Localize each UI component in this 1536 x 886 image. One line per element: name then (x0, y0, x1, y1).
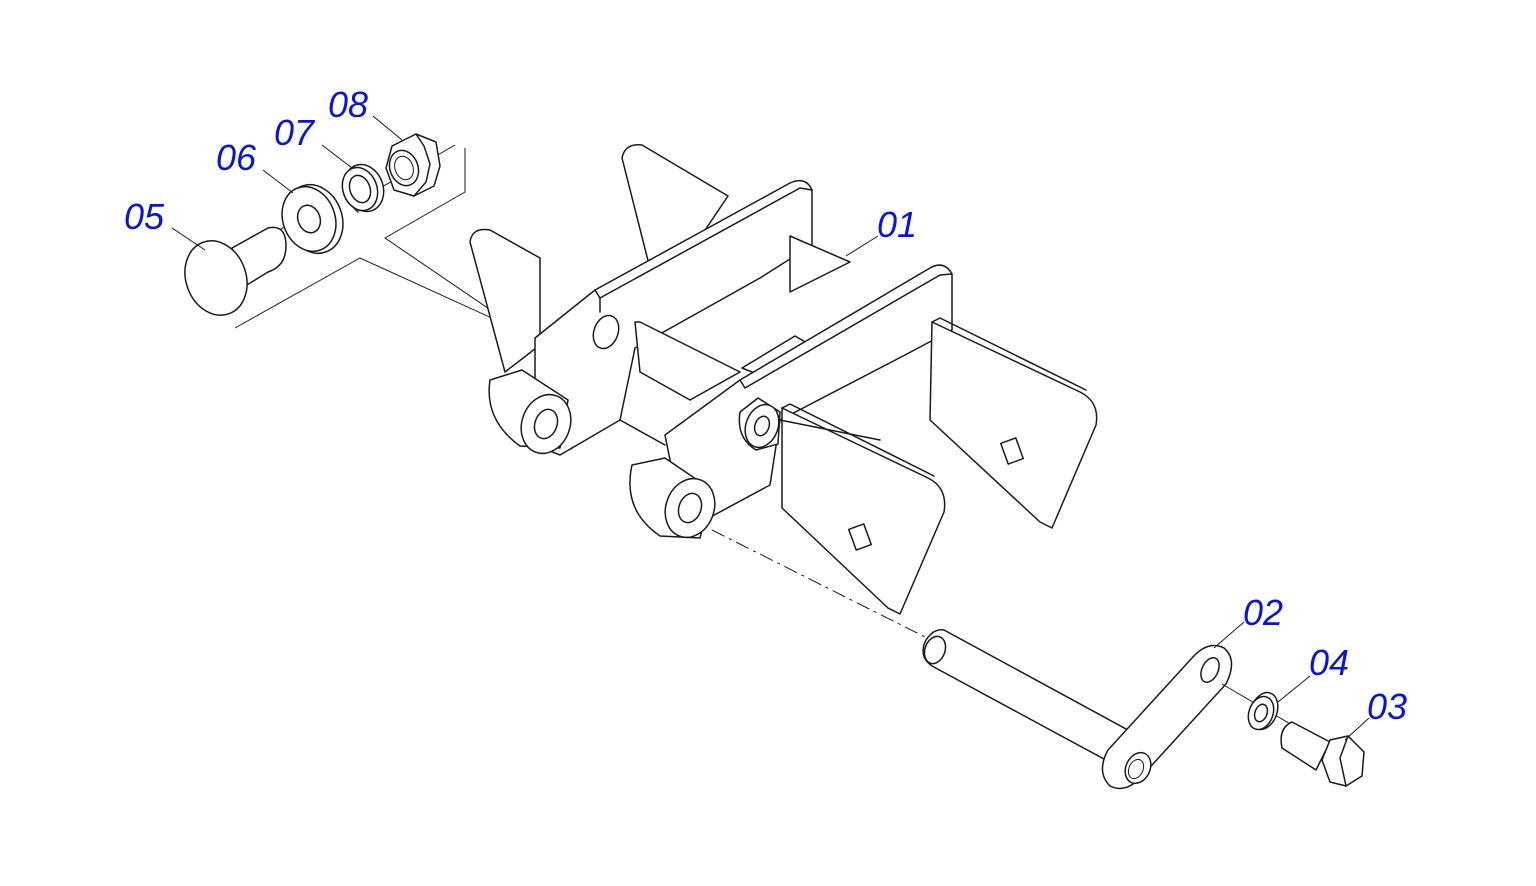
right-arm-plate (664, 264, 953, 521)
rear-blade (929, 321, 1098, 529)
hex-nut-part-08 (385, 133, 441, 197)
link-slot (1200, 656, 1220, 684)
label-03: 03 (1367, 686, 1407, 727)
leader-06 (262, 169, 294, 194)
leader-01 (845, 235, 879, 257)
lock-washer-part-07 (341, 163, 385, 213)
cross-member-front (634, 321, 741, 401)
part-labels: 05 06 07 08 01 02 04 03 (124, 84, 1407, 727)
label-02: 02 (1243, 592, 1283, 633)
carriage-bolt-part-05 (184, 226, 287, 316)
label-06: 06 (216, 137, 257, 178)
leader-08 (372, 115, 403, 141)
leader-04 (1277, 675, 1311, 703)
label-01: 01 (877, 204, 917, 245)
link-plate (1101, 644, 1233, 790)
leader-02 (1213, 621, 1245, 649)
left-arm-plate (534, 179, 813, 456)
left-side-plate (469, 228, 541, 373)
pin-end (1124, 751, 1152, 785)
label-05: 05 (124, 196, 165, 237)
left-pivot-sleeve (488, 369, 572, 455)
flat-washer-part-06 (281, 183, 344, 255)
leader-07 (321, 144, 353, 169)
bracket-assembly-part-01 (469, 144, 1098, 615)
middle-pivot-sleeve (738, 397, 781, 451)
assembly-guide-line-lower (234, 257, 541, 341)
hex-bolt-part-03 (1280, 721, 1365, 787)
arm-pin-hole (592, 314, 620, 350)
lock-washer-part-04 (1247, 691, 1279, 731)
rear-blade-square-hole (999, 437, 1025, 465)
leader-05 (171, 227, 206, 251)
assembly-guide-line-upper (384, 148, 521, 331)
pin-and-link-part-02 (922, 628, 1233, 790)
front-blade-square-hole (847, 523, 873, 551)
leader-03 (1344, 717, 1370, 741)
label-07: 07 (274, 112, 316, 153)
upper-hardware-group (184, 133, 541, 341)
right-pivot-sleeve (629, 457, 716, 539)
front-blade (781, 407, 946, 615)
label-08: 08 (328, 84, 368, 125)
label-04: 04 (1309, 642, 1349, 683)
cross-member-upper (789, 235, 851, 293)
leader-lines (171, 115, 1370, 741)
